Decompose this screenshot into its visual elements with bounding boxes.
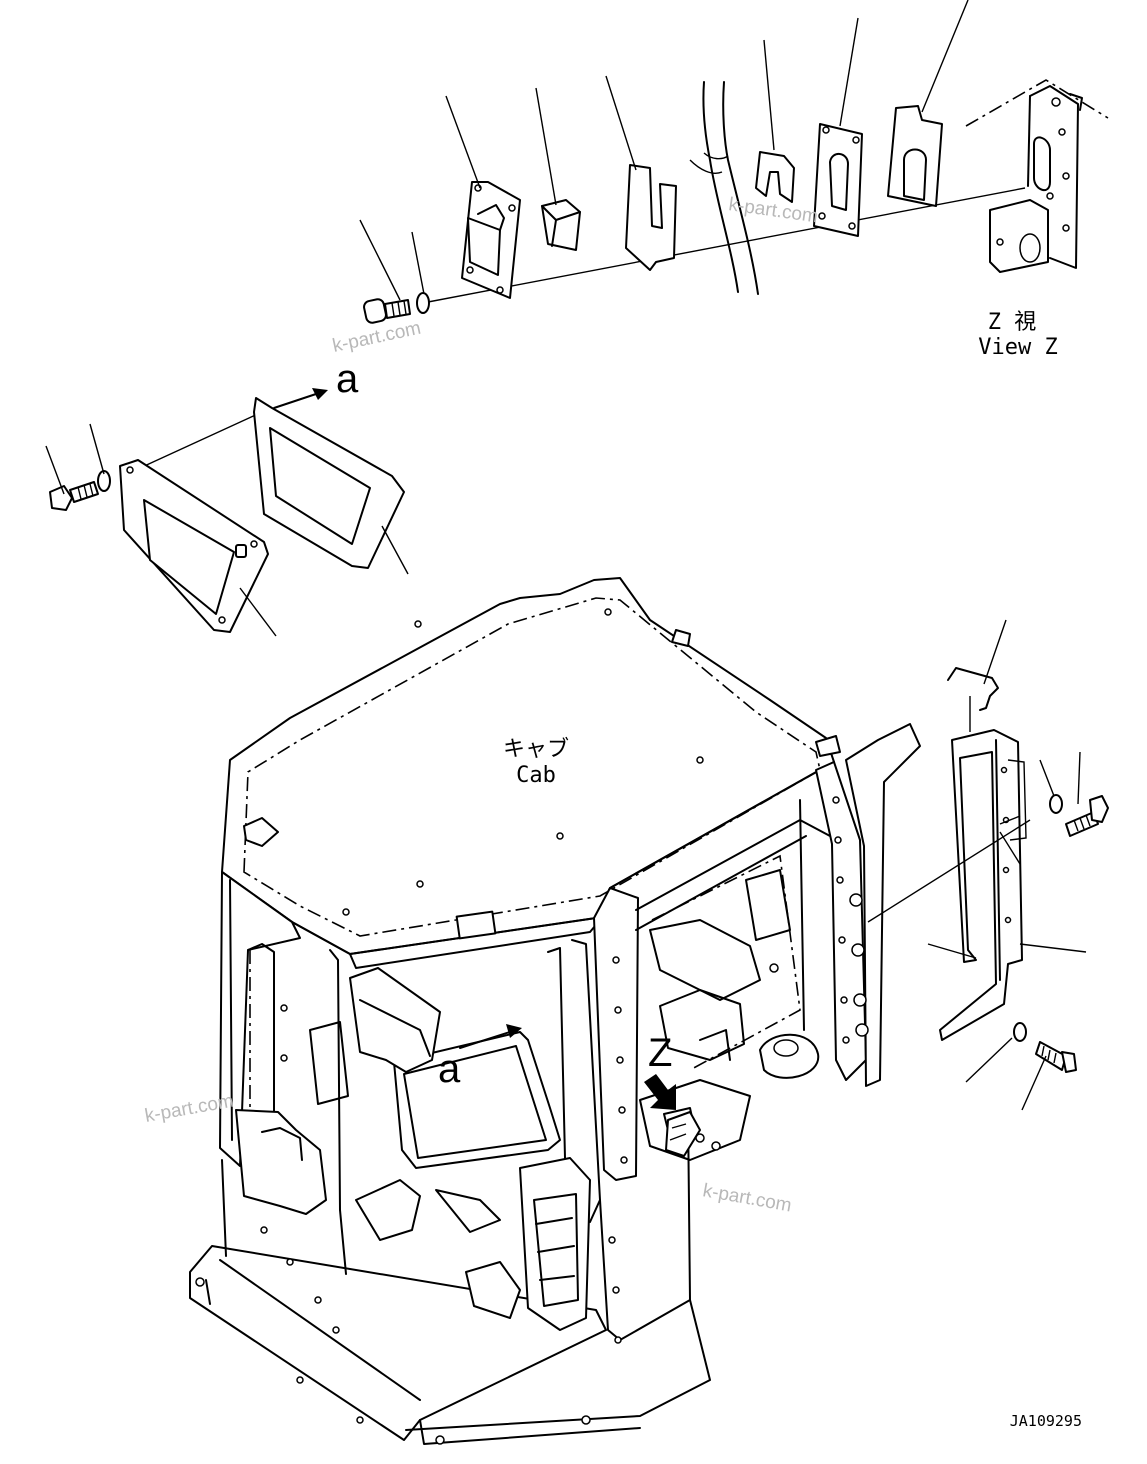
bolt-top xyxy=(363,298,411,324)
z-marker-label: Z xyxy=(648,1031,672,1075)
arrow-a-cab-label: a xyxy=(438,1047,461,1091)
assembly-line-top xyxy=(427,187,1026,303)
bolt-cover xyxy=(49,481,99,511)
watermark: k-part.com xyxy=(727,194,819,227)
arrow-a-cab: a xyxy=(438,1024,522,1091)
cab-label-jp: キャブ xyxy=(503,737,569,762)
z-view-arrow-icon xyxy=(644,1074,676,1110)
hook-bracket xyxy=(947,667,999,711)
notched-shim xyxy=(887,105,943,207)
view-z-title-en: View Z xyxy=(978,335,1057,360)
clip-bracket xyxy=(461,181,521,299)
hose xyxy=(689,81,759,295)
watermark: k-part.com xyxy=(331,318,423,357)
washer-cover xyxy=(97,470,111,492)
u-clip-small xyxy=(755,151,795,203)
assembly-line-cover xyxy=(139,411,263,469)
u-shim-left xyxy=(625,164,677,271)
slotted-shim xyxy=(813,123,863,237)
bolt-lower-right xyxy=(965,1022,1077,1111)
cab-label-en: Cab xyxy=(516,763,556,788)
cab-frame: キャブ Cab a Z xyxy=(189,577,921,1445)
top-exploded-parts xyxy=(359,0,1026,324)
view-z-title-jp: Z 視 xyxy=(988,310,1037,335)
side-cover-assembly xyxy=(867,619,1109,1111)
cover-gasket xyxy=(253,397,405,569)
z-view-marker: Z xyxy=(644,1031,701,1157)
view-z-detail: Z 視 View Z xyxy=(965,79,1109,360)
frame-holes xyxy=(195,608,869,1445)
arrow-a-top: a xyxy=(273,357,359,409)
arrow-a-top-label: a xyxy=(336,357,359,401)
drawing-code: JA109295 xyxy=(1010,1412,1082,1430)
leader-lines-top xyxy=(359,0,969,301)
watermark: k-part.com xyxy=(701,1180,793,1216)
cover-frame-plate xyxy=(119,459,269,633)
clip-block xyxy=(541,199,581,251)
bolt-upper-right xyxy=(1039,751,1109,837)
washer-top xyxy=(416,292,430,314)
cover-assembly: a xyxy=(45,357,409,637)
side-long-cover xyxy=(939,729,1027,1041)
